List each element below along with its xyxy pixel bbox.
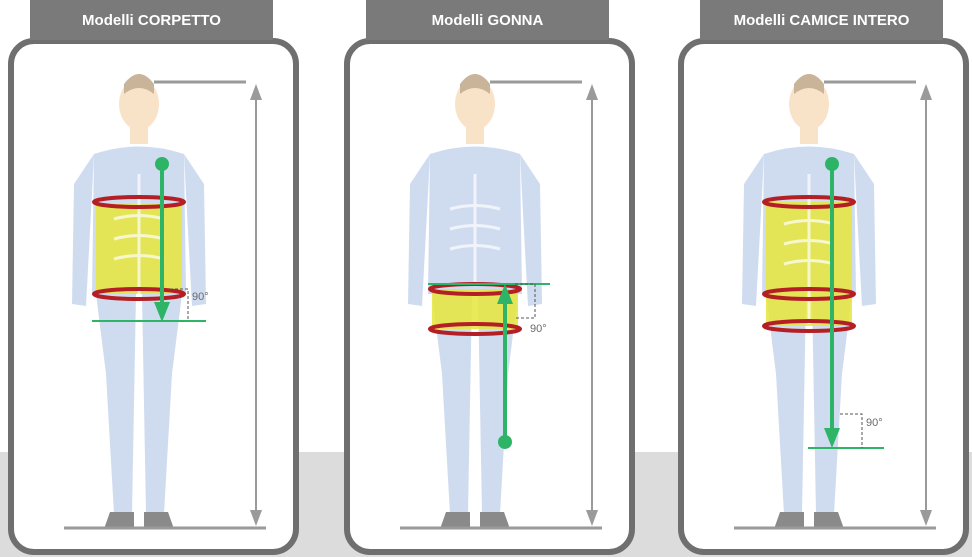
panel-corpetto: Modelli CORPETTO [0,0,320,557]
panel-camice-intero: Modelli CAMICE INTERO [670,0,972,557]
panel-title: Modelli GONNA [366,0,609,40]
panel-title: Modelli CORPETTO [30,0,273,40]
panel-frame: 90° [678,38,969,555]
angle-label: 90° [192,291,209,303]
angle-label: 90° [530,323,547,335]
figure-diagram: 90° [684,44,963,549]
human-figure [72,74,206,529]
angle-label: 90° [866,417,883,429]
panel-title: Modelli CAMICE INTERO [700,0,943,40]
panel-frame: 90° [344,38,635,555]
figure-diagram: 90° [350,44,629,549]
panel-frame: 90° [8,38,299,555]
panel-gonna: Modelli GONNA [336,0,656,557]
figure-diagram: 90° [14,44,293,549]
